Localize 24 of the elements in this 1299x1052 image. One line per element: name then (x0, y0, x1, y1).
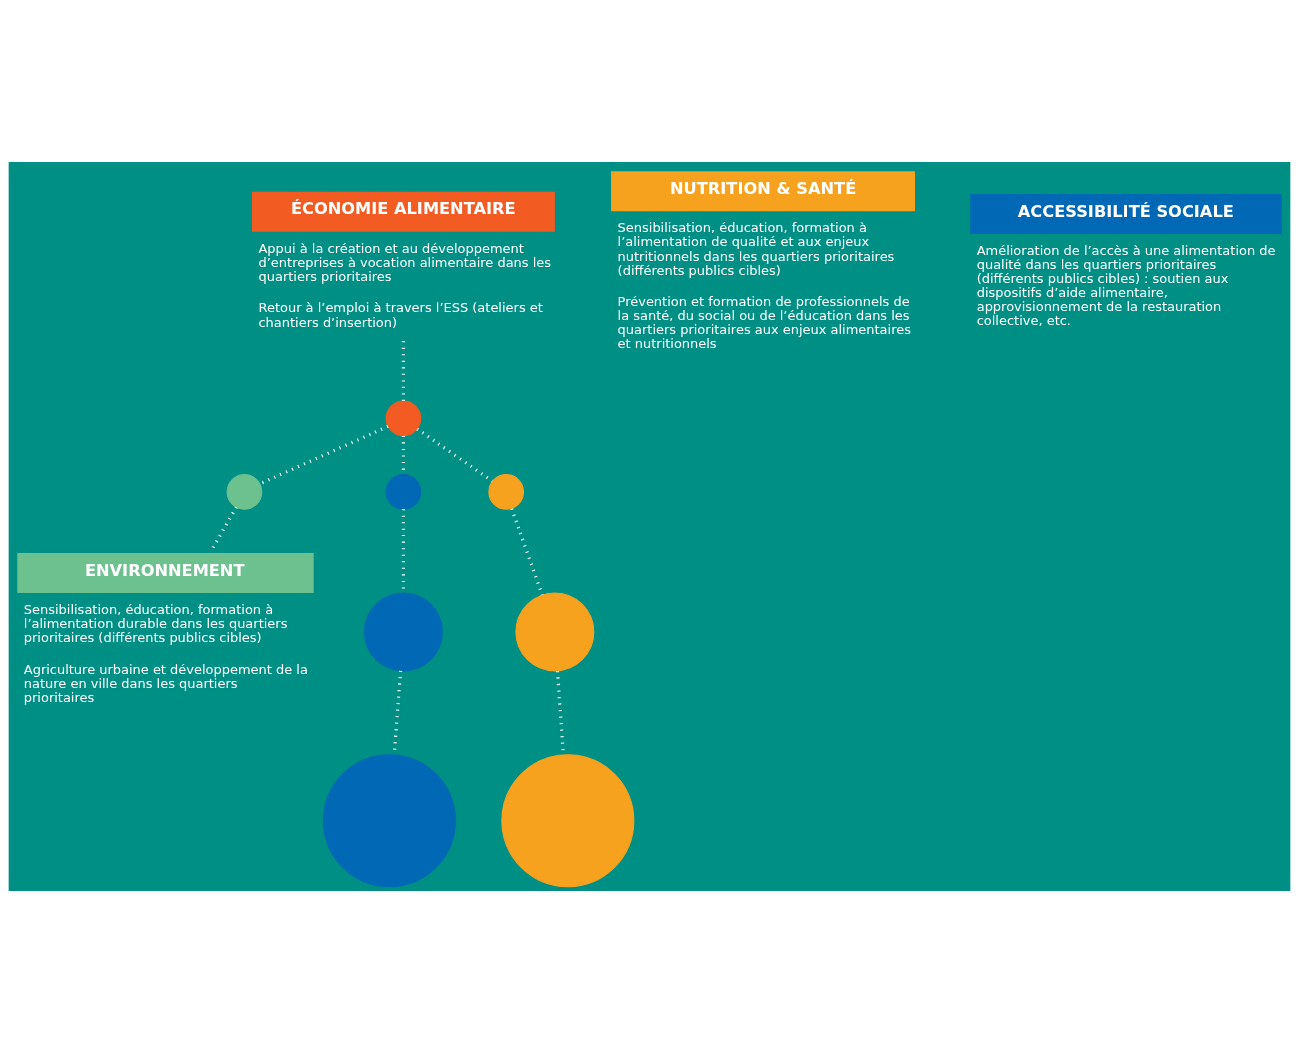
node-circle (322, 753, 456, 887)
node-label: Sensibilisation, éducation, formation à l’alimentation de qualité et aux enjeux nutritionnels dans les quartiers prioritaires (différents publics cibles) (617, 219, 895, 278)
node-circle (385, 473, 422, 510)
node-label: Appui à la création et au développement d’entreprises à vocation alimentaire dans les quartiers prioritaires (258, 240, 552, 284)
connector (401, 340, 406, 401)
node-box: ACCESSIBILITÉ SOCIALE (970, 193, 1282, 234)
connector (211, 505, 238, 549)
node-label: Sensibilisation, éducation, formation à l’alimentation durable dans les quartiers prioritaires (différents publics cibles) (23, 601, 288, 645)
node-circle (501, 753, 635, 887)
node-circle (385, 400, 422, 436)
node-circle (363, 592, 443, 671)
node-box: ÉCONOMIE ALIMENTAIRE (252, 191, 555, 232)
node-circle (488, 473, 525, 510)
node-label: Prévention et formation de professionnels de la santé, du social ou de l’éducation dans les quartiers prioritaires aux enjeux alimentaires et nutritionnels (617, 293, 911, 351)
node-circle (515, 592, 595, 671)
node-box: NUTRITION & SANTÉ (611, 170, 916, 211)
connector (416, 427, 494, 482)
node-label: Amélioration de l’accès à une alimentation de qualité dans les quartiers prioritaires (différents publics cibles) : soutien aux dispositifs d’aide alimentaire, approvisionnement de la restauration collective, etc. (976, 242, 1276, 328)
connector (510, 507, 544, 595)
node-label: Agriculture urbaine et développement de la nature en ville dans les quartiers prioritaires (23, 661, 308, 705)
connector (259, 424, 389, 485)
node-label: Retour à l’emploi à travers l’ESS (ateliers et chantiers d’insertion) (258, 299, 543, 330)
node-circle (226, 473, 263, 510)
node-box: ENVIRONNEMENT (17, 552, 314, 593)
